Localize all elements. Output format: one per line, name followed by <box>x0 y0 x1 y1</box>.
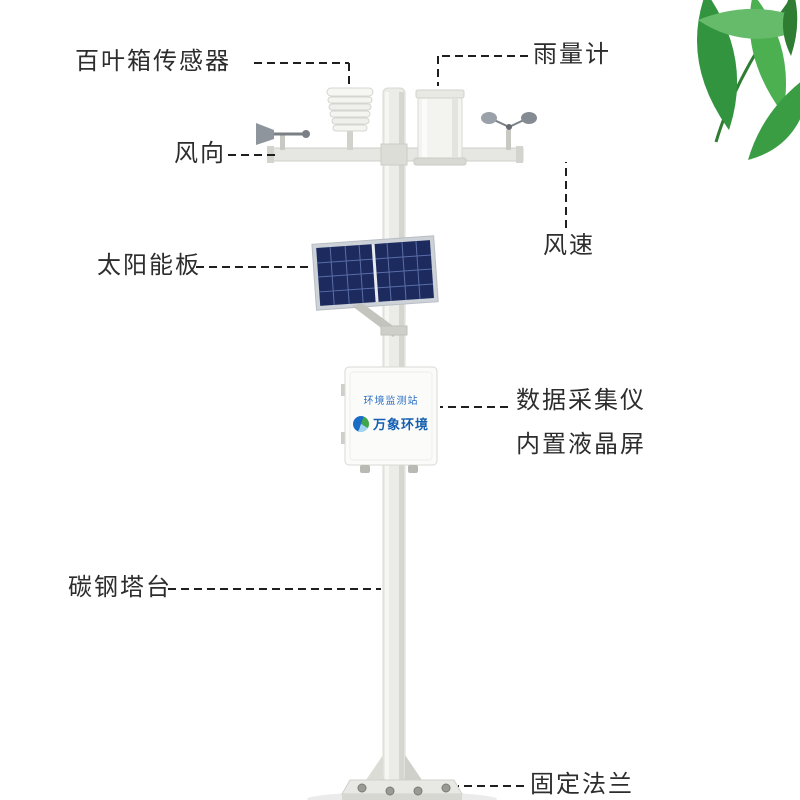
callout-louver-sensor: 百叶箱传感器 <box>75 48 231 75</box>
callout-wind-direction: 风向 <box>174 140 226 167</box>
callout-solar-panel: 太阳能板 <box>97 252 201 279</box>
data-logger-face: 环境监测站 万象环境 <box>346 368 436 464</box>
wind-vane-icon <box>256 123 310 150</box>
base-flange-plate <box>341 755 463 800</box>
brand-name-text: 万象环境 <box>372 417 429 432</box>
leader-louver-sensor <box>254 62 350 84</box>
callout-tower: 碳钢塔台 <box>68 574 172 601</box>
callout-wind-speed: 风速 <box>543 232 595 259</box>
leader-lines <box>168 55 567 787</box>
panel-mount-bracket <box>352 303 408 337</box>
anemometer-icon <box>481 112 537 150</box>
brand-swirl-icon <box>352 415 369 432</box>
data-logger-box <box>341 366 438 473</box>
leaves-decoration-icon <box>697 0 800 160</box>
callout-rain-gauge: 雨量计 <box>533 41 611 68</box>
box-header-text: 环境监测站 <box>363 396 419 407</box>
brand-row: 万象环境 <box>352 414 429 433</box>
louver-shield-sensor <box>326 87 374 150</box>
rain-gauge-cylinder <box>413 89 467 166</box>
callout-lcd-screen: 内置液晶屏 <box>516 431 646 458</box>
callout-flange: 固定法兰 <box>530 771 634 798</box>
leader-rain-gauge <box>437 55 528 86</box>
cross-arm <box>267 143 524 166</box>
solar-panel-icon <box>311 235 439 311</box>
callout-data-logger: 数据采集仪 <box>516 387 646 414</box>
